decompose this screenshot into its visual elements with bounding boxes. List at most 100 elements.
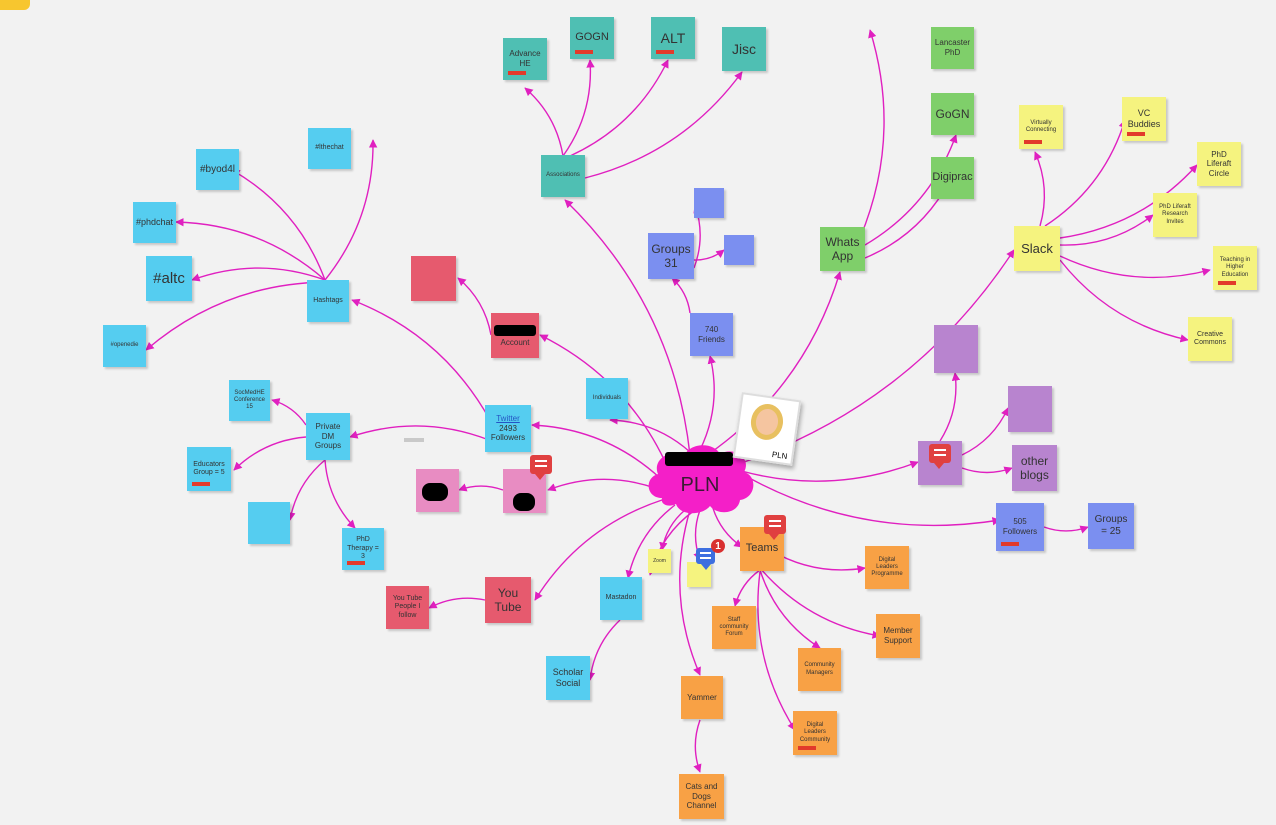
connector-line (1034, 151, 1046, 227)
tag-marker (1127, 132, 1145, 136)
note-phd-therapy[interactable]: PhD Therapy = 3 (342, 528, 384, 570)
connector-line (732, 569, 761, 607)
connector-line (961, 407, 1009, 456)
tag-marker (1218, 281, 1236, 285)
note-digital-leaders-community[interactable]: Digital Leaders Community (793, 711, 837, 755)
twitter-link[interactable]: Twitter (496, 414, 520, 424)
connector-line (428, 597, 486, 609)
note-youtube-people[interactable]: You Tube People I follow (386, 586, 429, 629)
note-facebook-group-a[interactable] (694, 188, 724, 218)
note-conference[interactable]: SocMedHE Conference 15 (229, 380, 270, 421)
note-scholar-social[interactable]: Scholar Social (546, 656, 590, 700)
note-blog-mid[interactable] (1008, 386, 1052, 432)
tag-marker (1024, 140, 1042, 144)
note-individuals[interactable]: Individuals (586, 378, 628, 419)
tag-marker (347, 561, 365, 565)
redaction-bar (513, 493, 535, 511)
note-twitter[interactable]: Twitter 2493 Followers (485, 405, 531, 452)
note-lthechat[interactable]: #lthechat (308, 128, 351, 169)
note-community-managers[interactable]: Community Managers (798, 648, 841, 691)
connector-line (859, 29, 885, 239)
connector-line (679, 509, 701, 676)
note-digital-leaders-programme[interactable]: Digital Leaders Programme (865, 546, 909, 589)
note-groups-31[interactable]: Groups 31 (648, 233, 694, 279)
note-cats-and-dogs[interactable]: Cats and Dogs Channel (679, 774, 724, 819)
note-other-blogs[interactable]: other blogs (1012, 445, 1057, 491)
note-slack[interactable]: Slack (1014, 226, 1060, 271)
connector-line (693, 249, 725, 261)
note-whatsapp[interactable]: Whats App (820, 227, 865, 271)
note-byod4l[interactable]: #byod4l (196, 149, 239, 190)
pln-label: PLN (680, 474, 720, 496)
note-dm-subgroup[interactable] (248, 502, 290, 544)
connector-line (1059, 255, 1211, 279)
connector-line (562, 59, 595, 157)
connector-line (757, 571, 796, 731)
notification-badge: 1 (711, 539, 725, 553)
note-facebook-friends[interactable]: 740 Friends (690, 313, 733, 356)
note-gogn-whatsapp[interactable]: GoGN (931, 93, 974, 135)
comment-icon[interactable] (530, 455, 552, 480)
connector-line (586, 619, 621, 681)
note-phd-liferaft-circle[interactable]: PhD Liferaft Circle (1197, 142, 1241, 186)
note-staff-community-forum[interactable]: Staff community Forum (712, 606, 756, 649)
note-phdchat[interactable]: #phdchat (133, 202, 176, 243)
note-vc-buddies[interactable]: VC Buddies (1122, 97, 1166, 141)
note-lancaster-phd[interactable]: Lancaster PhD (931, 27, 974, 69)
connector-line (324, 459, 356, 529)
connector-line (939, 372, 961, 442)
note-altc[interactable]: #altc (146, 256, 192, 301)
tag-marker (192, 482, 210, 486)
avatar-caption: PLN (771, 449, 788, 462)
note-associations[interactable]: Associations (541, 155, 585, 197)
note-advance-he[interactable]: Advance HE (503, 38, 547, 80)
avatar[interactable]: PLN (732, 392, 802, 466)
connector-line (175, 217, 326, 281)
note-virtually-connecting[interactable]: Virtually Connecting (1019, 105, 1063, 149)
connector-line (1059, 259, 1189, 343)
comment-icon[interactable] (929, 444, 951, 469)
note-instagram-left[interactable] (416, 469, 459, 512)
connector-line (671, 277, 691, 314)
avatar-face (748, 401, 786, 442)
connector-line (699, 355, 716, 451)
connector-line (458, 483, 504, 492)
note-linkedin[interactable]: 505 Followers (996, 503, 1044, 551)
connector-line (1043, 525, 1089, 534)
note-jisc[interactable]: Jisc (722, 27, 766, 71)
note-phd-liferaft-research[interactable]: PhD Liferaft Research Invites (1153, 193, 1197, 237)
connector-line (351, 298, 491, 421)
tag-marker (656, 50, 674, 54)
note-youtube[interactable]: You Tube (485, 577, 531, 623)
note-creative-commons[interactable]: Creative Commons (1188, 317, 1232, 361)
note-teaching-he[interactable]: Teaching in Higher Education (1213, 246, 1257, 290)
note-gogn[interactable]: GOGN (570, 17, 614, 59)
tag-marker (575, 50, 593, 54)
note-educators-group[interactable]: Educators Group = 5 (187, 447, 231, 491)
connector-line (693, 719, 702, 773)
note-digiprac[interactable]: Digiprac (931, 157, 974, 199)
connector-line (584, 71, 743, 179)
note-alt[interactable]: ALT (651, 17, 695, 59)
note-yammer[interactable]: Yammer (681, 676, 723, 719)
tag-marker (1001, 542, 1019, 546)
connector-line (524, 87, 564, 157)
note-account[interactable]: Account (491, 313, 539, 358)
note-hashtags[interactable]: Hashtags (307, 280, 349, 322)
connector-line (271, 398, 307, 426)
note-blog-top[interactable] (934, 325, 978, 373)
note-openedie[interactable]: #openedie (103, 325, 146, 367)
redaction-bar (665, 452, 733, 466)
note-account-top[interactable] (411, 256, 456, 301)
note-member-support[interactable]: Member Support (876, 614, 920, 658)
note-private-dm-groups[interactable]: Private DM Groups (306, 413, 350, 460)
note-zoom[interactable]: Zoom (648, 549, 671, 573)
note-mastodon[interactable]: Mastadon (600, 577, 642, 620)
note-facebook-group-b[interactable] (724, 235, 754, 265)
connector-line (233, 436, 307, 471)
connector-line (569, 59, 669, 157)
comment-icon[interactable] (764, 515, 786, 540)
dotted-label (404, 438, 424, 442)
note-groups-25[interactable]: Groups = 25 (1088, 503, 1134, 549)
comment-icon[interactable] (696, 548, 715, 570)
